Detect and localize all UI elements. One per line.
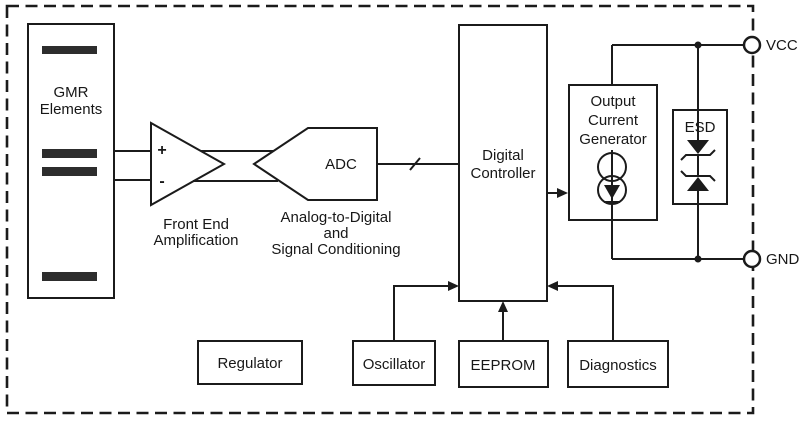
arrowhead-oscillator <box>448 281 459 291</box>
gmr-resistor-bar <box>42 46 97 54</box>
opamp-triangle <box>150 121 227 207</box>
amp-caption-line2: Amplification <box>153 232 238 249</box>
gmr-label-line1: GMR <box>54 84 89 101</box>
oscillator-label: Oscillator <box>363 356 426 373</box>
junction-dot-gnd <box>694 255 702 263</box>
current-direction-arrow <box>604 185 620 199</box>
esd-label: ESD <box>685 119 716 136</box>
zener-diode-bottom <box>687 177 709 191</box>
ocg-label-line3: Generator <box>579 131 647 148</box>
opamp-minus-input: - <box>159 173 164 190</box>
regulator-box <box>197 340 303 385</box>
diagnostics-box <box>567 340 669 388</box>
ocg-label-line1: Output <box>590 93 636 110</box>
adc-caption-line1: Analog-to-Digital <box>281 209 392 226</box>
chip-boundary-dashed-border <box>5 4 755 415</box>
ocg-label-line2: Current <box>588 112 639 129</box>
gmr-label-line2: Elements <box>40 101 103 118</box>
current-source-circle-bottom <box>597 175 627 205</box>
junction-dot-vcc <box>694 41 702 49</box>
gnd-pin-label: GND <box>766 251 800 268</box>
zener-bar-bottom <box>680 170 716 182</box>
oscillator-box <box>352 340 436 386</box>
wire-oscillator-to-controller <box>393 285 450 341</box>
gmr-resistor-bar <box>42 272 97 281</box>
arrowhead-into-ocg <box>557 188 568 198</box>
amp-caption-line1: Front End <box>163 216 229 233</box>
vcc-pin-label: VCC <box>766 37 798 54</box>
adc-caption-line3: Signal Conditioning <box>271 241 400 258</box>
adc-pentagon <box>252 127 378 201</box>
zener-diode-top <box>687 140 709 154</box>
adc-caption-line2: and <box>323 225 348 242</box>
digital-controller-label-line2: Controller <box>470 165 535 182</box>
bus-width-slash <box>409 157 421 171</box>
esd-box <box>672 109 728 205</box>
adc-label: ADC <box>325 156 357 173</box>
eeprom-label: EEPROM <box>470 357 535 374</box>
arrowhead-diagnostics <box>547 281 558 291</box>
zener-bar-top <box>680 149 716 161</box>
diagnostics-label: Diagnostics <box>579 357 657 374</box>
vcc-pin-terminal <box>742 35 762 55</box>
gmr-elements-box <box>27 23 115 299</box>
gmr-resistor-bar <box>42 167 97 176</box>
opamp-plus-input: + <box>157 142 166 159</box>
wire-diagnostics-to-controller <box>556 285 614 341</box>
gnd-pin-terminal <box>742 249 762 269</box>
digital-controller-label-line1: Digital <box>482 147 524 164</box>
regulator-label: Regulator <box>217 355 282 372</box>
gmr-resistor-bar <box>42 149 97 158</box>
digital-controller-box <box>458 24 548 302</box>
current-source-circle-top <box>597 152 627 182</box>
arrowhead-eeprom <box>498 301 508 312</box>
